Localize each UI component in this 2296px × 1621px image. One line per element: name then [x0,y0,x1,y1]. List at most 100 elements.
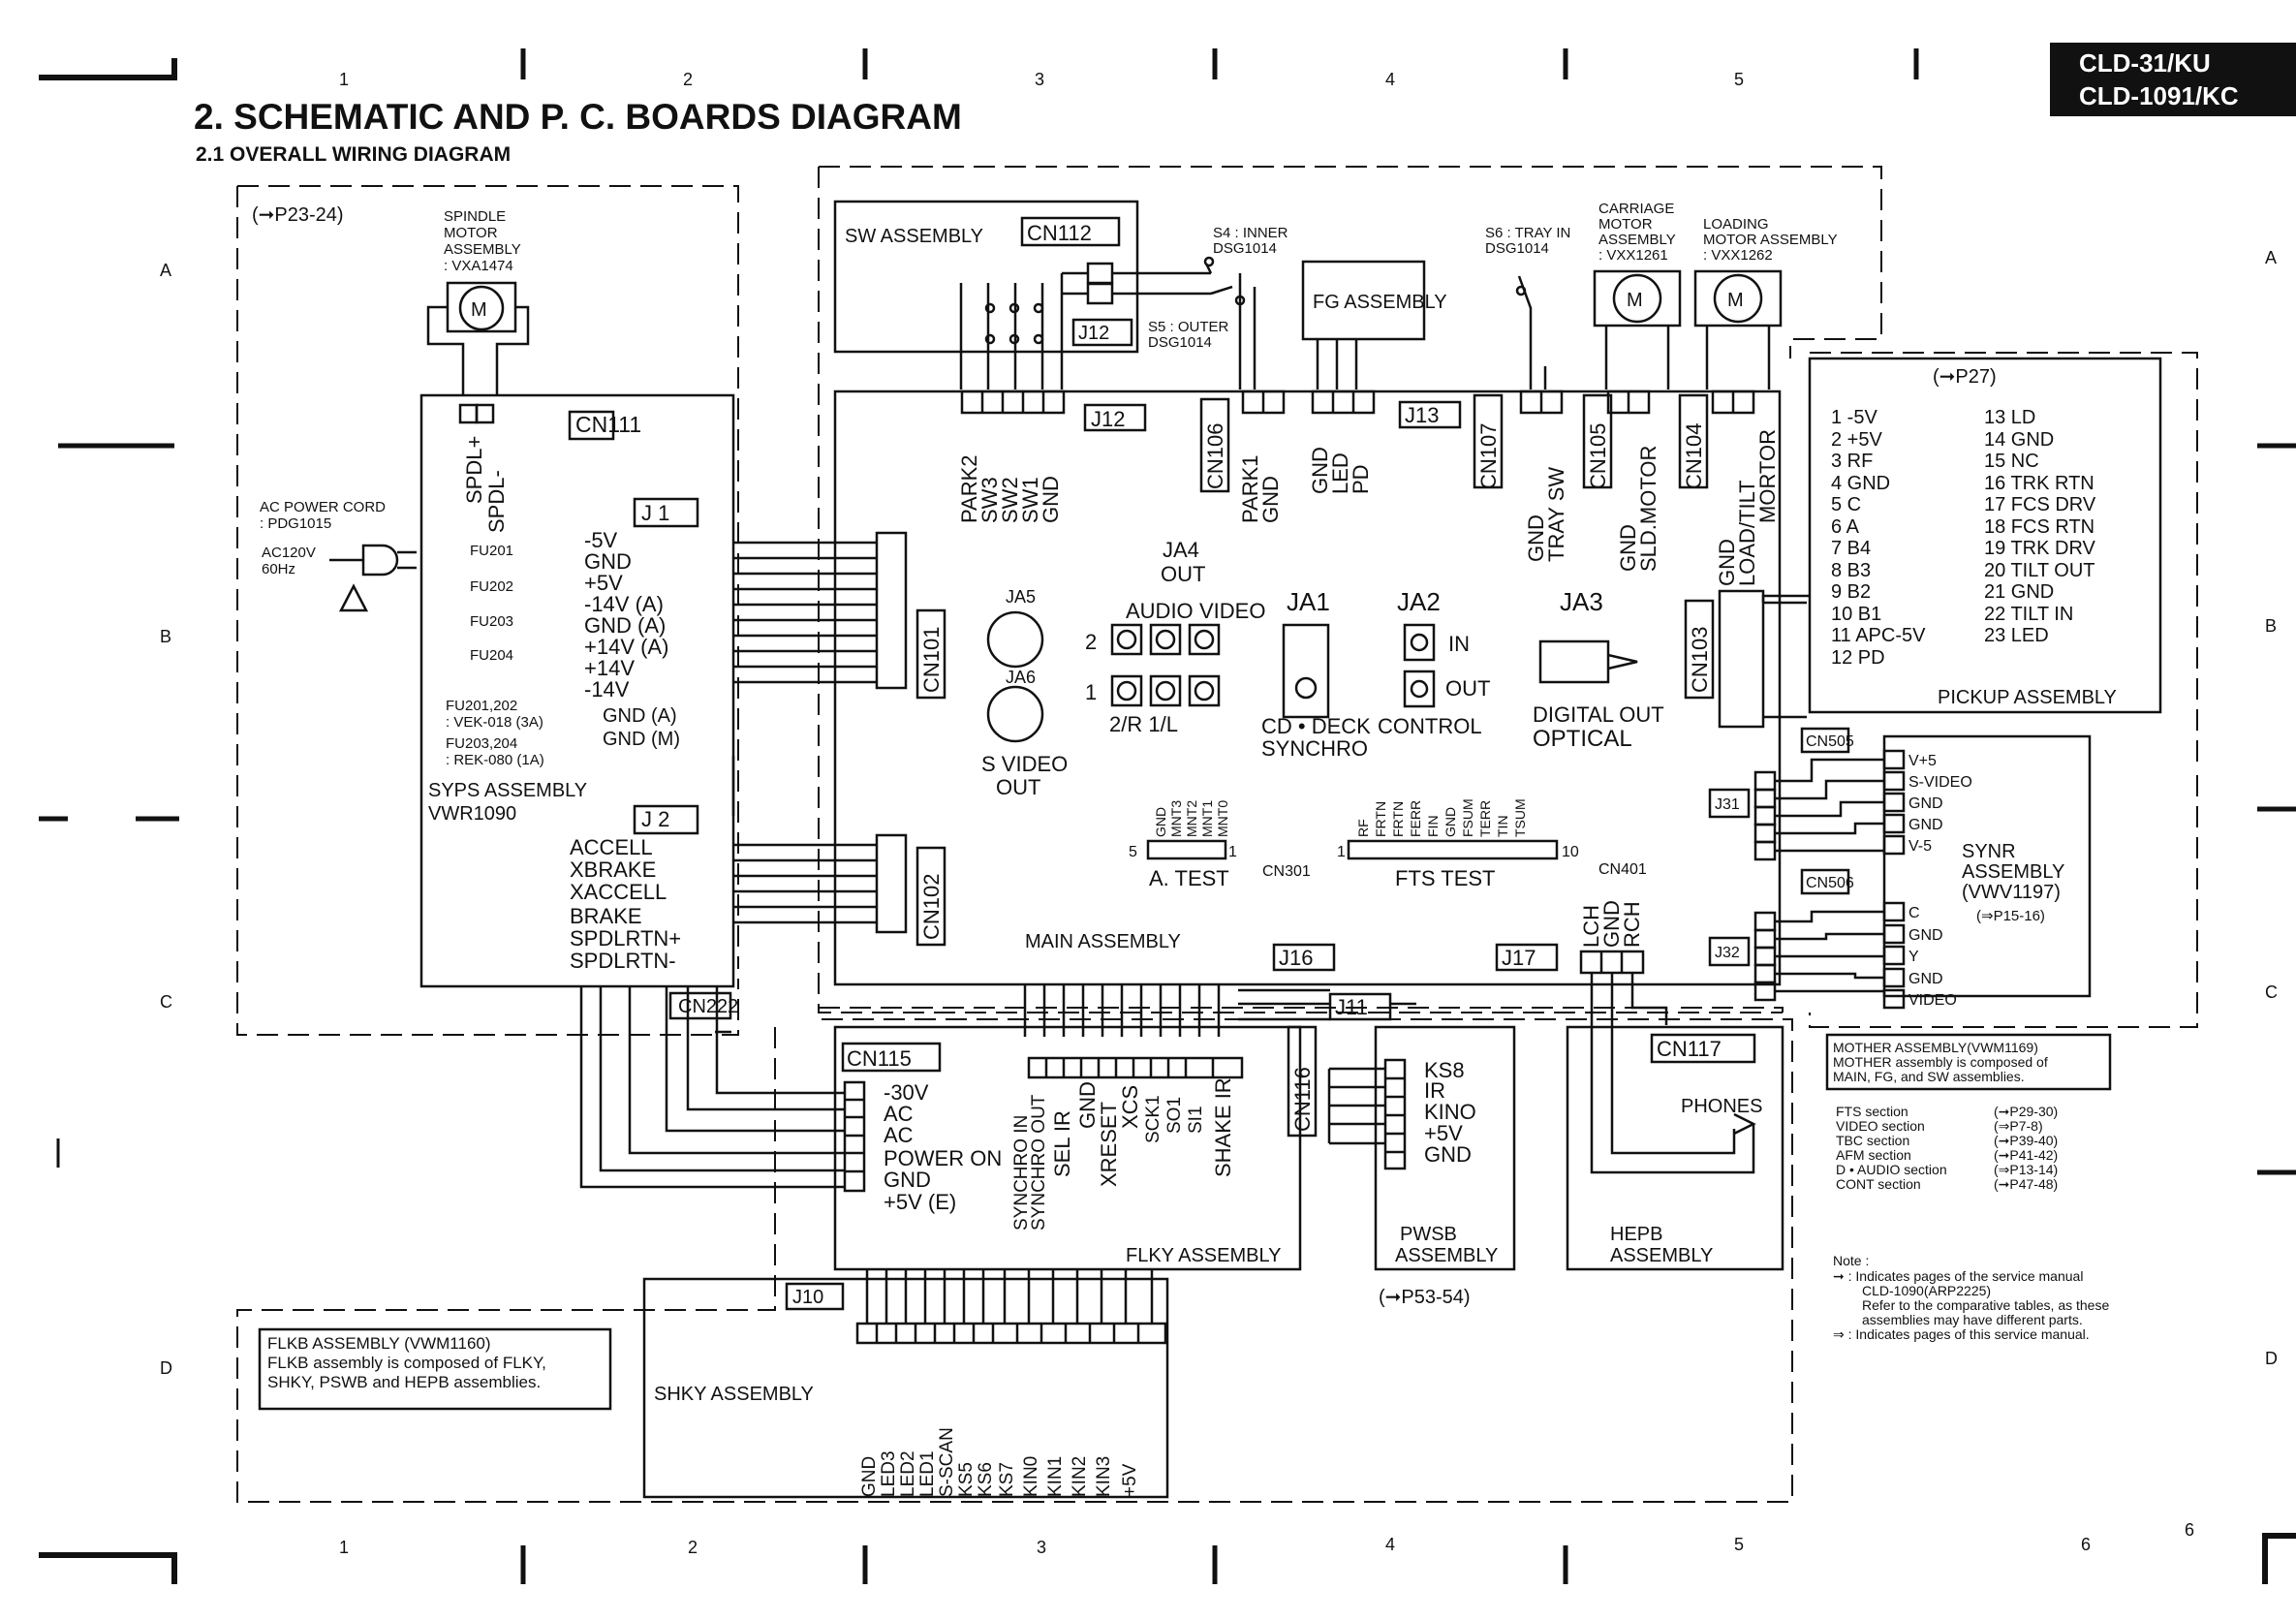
j2-pin-5: SPDLRTN+ [570,926,681,951]
flkb-line-3: SHKY, PSWB and HEPB assemblies. [267,1373,541,1391]
fuse-spec-2: : VEK-018 (3A) [446,714,543,731]
section-ref-2: (⇒P7-8) [1994,1118,2043,1134]
pickup-pin-10: 10 B1 [1831,604,1881,625]
col-label-1b: 1 [339,1538,349,1557]
cn106-park1: PARK1 [1238,454,1262,523]
sw-assembly-name: SW ASSEMBLY [845,226,983,247]
shky-pin-ks7: KS7 [997,1462,1017,1497]
pickup-pin-22: 22 TILT IN [1984,604,2073,625]
section-name-5: D • AUDIO section [1836,1162,1947,1177]
pickup-pin-11: 11 APC-5V [1831,625,1926,646]
spdl-plus: SPDL+ [462,436,486,504]
fts-pin-10: 10 [1562,844,1579,860]
shky-pin-ks6: KS6 [976,1462,996,1497]
main-j12-gnd: GND [1039,476,1063,523]
cn104-mortor: MORTOR [1755,429,1780,523]
cn115-pin-1: -30V [884,1080,929,1105]
fts-pin-tin: TIN [1495,815,1510,837]
shky-assembly-name: SHKY ASSEMBLY [654,1384,814,1405]
ac-volt-1: AC120V [262,545,316,561]
motor-symbol: M [471,299,487,321]
svideo-label-1: S VIDEO [981,752,1068,776]
section-ref-5: (⇒P13-14) [1994,1162,2058,1177]
j2-label: J 2 [641,807,669,831]
pickup-pin-1: 1 -5V [1831,407,1877,428]
j10-label: J10 [792,1287,823,1308]
j1-pin-9: GND (A) [603,705,677,727]
audio-label: AUDIO [1126,599,1194,623]
note-line-1: ➞ : Indicates pages of the service manua… [1833,1268,2083,1284]
pwsb-pin-gnd: GND [1424,1142,1472,1167]
note-title: Note : [1833,1253,1869,1268]
mother-line-3: MAIN, FG, and SW assemblies. [1833,1069,2025,1084]
fts-pin-fsum: FSUM [1460,798,1475,837]
optical-label: OPTICAL [1533,726,1632,752]
pickup-pin-15: 15 NC [1984,451,2039,472]
cn115-pin-5: GND [884,1168,931,1192]
col-label-5b: 5 [1734,1535,1744,1554]
cn115-label: CN115 [847,1046,912,1071]
j11-label: J11 [1335,995,1368,1019]
spindle-label-1: SPINDLE [444,208,506,225]
note-line-4: assemblies may have different parts. [1862,1312,2083,1327]
shky-pin-labels: GND LED3 LED2 LED1 S-SCAN KS5 KS6 KS7 KI… [859,1427,1140,1497]
pwsb-pin-ir: IR [1424,1078,1445,1103]
pickup-pin-12: 12 PD [1831,647,1885,669]
atest-pin-mnt2: MNT2 [1184,800,1199,837]
phones-label: PHONES [1681,1096,1762,1117]
cn506-pin-3: Y [1908,949,1919,965]
page-subtitle: 2.1 OVERALL WIRING DIAGRAM [196,143,512,166]
j1-pin-7: +14V [584,656,635,680]
syps-name-2: VWR1090 [428,803,516,825]
pickup-pin-8: 8 B3 [1831,560,1871,581]
row-label-c: C [160,992,172,1012]
pickup-pin-20: 20 TILT OUT [1984,560,2094,581]
carriage-motor-symbol: M [1627,290,1643,311]
row-label-a-right: A [2265,248,2277,267]
spindle-label-4: : VXA1474 [444,258,513,274]
fts-label: FTS TEST [1395,866,1496,890]
shky-pin-5v: +5V [1120,1463,1140,1497]
cn111-label: CN111 [575,412,641,437]
row-label-d-right: D [2265,1349,2278,1368]
j13-label: J13 [1405,403,1439,427]
s4-label-2: DSG1014 [1213,240,1277,257]
flky-sck1: SCK1 [1143,1095,1164,1143]
cn301-label: CN301 [1262,863,1311,880]
pwsb-name-1: PWSB [1400,1224,1457,1245]
note-line-3: Refer to the comparative tables, as thes… [1862,1297,2109,1313]
s6-label-2: DSG1014 [1485,240,1549,257]
j17-label: J17 [1502,946,1536,970]
j1-pin-list: -5V GND +5V -14V (A) GND (A) +14V (A) +1… [570,528,681,973]
synr-name-3: (VWV1197) [1962,882,2061,903]
cn104-load: LOAD/TILT [1735,480,1759,586]
synr-name-1: SYNR [1962,841,2016,862]
pickup-pin-7: 7 B4 [1831,538,1871,559]
shky-pin-gnd: GND [859,1456,880,1497]
model-line-1: CLD-31/KU [2079,48,2211,78]
s4-label-1: S4 : INNER [1213,225,1288,241]
cn107-label: CN107 [1476,423,1501,489]
section-ref-4: (➞P41-42) [1994,1147,2058,1163]
cn105-label: CN105 [1586,423,1610,489]
main-j12-park2: PARK2 [957,454,981,523]
shky-pin-ks5: KS5 [956,1462,977,1497]
shky-pin-kin3: KIN3 [1094,1456,1114,1497]
j13-pd: PD [1349,464,1373,494]
j16-label: J16 [1279,946,1313,970]
fts-pin-ferr: FERR [1408,800,1423,837]
shky-pin-led1: LED1 [917,1450,938,1497]
flky-sel-ir: SEL IR [1050,1110,1074,1177]
cn117-label: CN117 [1657,1037,1722,1061]
main-j12-sw3: SW3 [977,477,1002,523]
spdl-minus: SPDL- [484,470,509,533]
s5-label-1: S5 : OUTER [1148,319,1229,335]
ac-cord-1: AC POWER CORD [260,499,386,515]
syps-name-1: SYPS ASSEMBLY [428,780,587,801]
ja4-label: JA4 [1163,538,1199,562]
cn101-label: CN101 [919,627,944,693]
row-label-b: B [160,627,171,646]
j2-pin-1: ACCELL [570,835,653,859]
hepb-name-1: HEPB [1610,1224,1662,1245]
